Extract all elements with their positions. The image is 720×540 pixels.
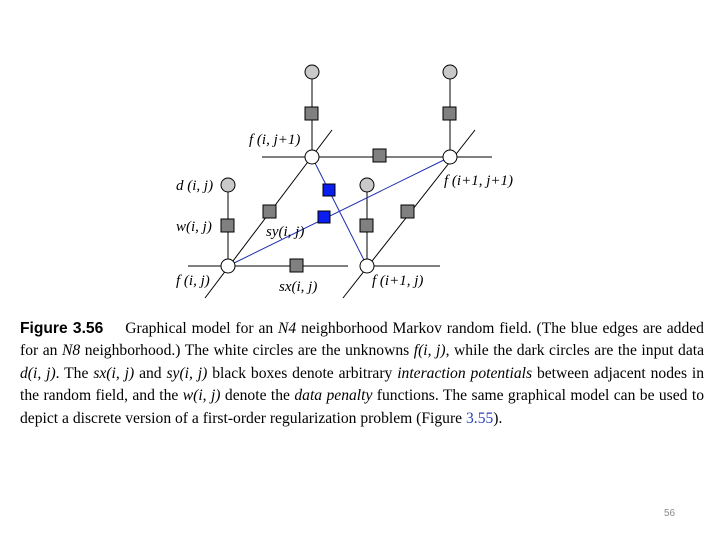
w-box-right: [359, 218, 374, 233]
n4-symbol: N4: [278, 320, 297, 337]
data-penalty-box-top-right: [442, 106, 457, 121]
label-f-right-base: f (i+1, j): [372, 273, 423, 289]
w-ij-symbol: w(i, j): [182, 387, 221, 405]
input-data-node-base-right: [359, 177, 375, 193]
caption-text-8: between adjacent nodes in the random fie…: [20, 364, 705, 405]
sx-symbol: sx(i, j): [93, 364, 135, 382]
interaction-potentials-term: interaction potentials: [397, 364, 533, 382]
input-data-node-top-left: [304, 64, 320, 80]
unknown-node-top-right: [442, 149, 458, 165]
caption-text-1: Graphical model for an: [125, 320, 274, 337]
unknown-node-base-right: [359, 258, 375, 274]
input-data-node-d: [220, 177, 236, 193]
graphical-model-figure: f (i, j+1) f (i+1, j+1) d (i, j) w(i, j)…: [176, 64, 513, 299]
label-w: w(i, j): [176, 219, 212, 235]
d-ij-symbol: d(i, j): [20, 364, 56, 382]
f-ij-symbol: f(i, j): [413, 342, 446, 360]
sy-box-right: [400, 204, 415, 219]
label-sy: sy(i, j): [266, 224, 304, 240]
data-penalty-box-top-left: [304, 106, 319, 121]
caption-text-7: black boxes denote arbitrary: [212, 364, 393, 382]
label-d: d (i, j): [176, 178, 213, 194]
input-data-node-top-right: [442, 64, 458, 80]
label-f-right: f (i+1, j+1): [444, 173, 513, 189]
sx-box-top: [372, 148, 387, 163]
unknown-node-top-left: [304, 149, 320, 165]
figure-reference-link[interactable]: 3.55: [466, 409, 494, 427]
unknown-node-base-left: [220, 258, 236, 274]
page-number: 56: [664, 508, 676, 519]
sy-symbol: sy(i, j): [166, 364, 208, 382]
n8-box-lower: [317, 210, 331, 224]
n8-edge-antidiagonal: [311, 156, 368, 267]
caption-text-3: neighborhood.) The white circles are the…: [84, 342, 410, 360]
caption-text-2: neighborhood Markov random field. (The b…: [20, 320, 704, 360]
label-sx: sx(i, j): [279, 279, 317, 295]
caption-label: Figure 3.56: [20, 320, 104, 337]
caption-text-10: functions. The same graphical model can …: [20, 387, 705, 427]
caption-text-11: ).: [493, 409, 503, 427]
n8-box-upper: [322, 183, 336, 197]
sy-box-left: [262, 204, 277, 219]
data-penalty-term: data penalty: [294, 387, 373, 405]
caption-text-5: . The: [55, 364, 89, 382]
label-f-top: f (i, j+1): [249, 132, 300, 148]
w-box: [220, 218, 235, 233]
caption-text-4: , while the dark circles are the input d…: [445, 342, 705, 360]
sx-box-bottom: [289, 258, 304, 273]
figure-caption: Figure 3.56 Graphical model for an N4 nei…: [20, 318, 704, 430]
caption-text-6: and: [139, 364, 162, 382]
n8-symbol: N8: [62, 342, 81, 360]
caption-text-9: denote the: [224, 387, 290, 405]
label-f-base: f (i, j): [176, 273, 210, 289]
